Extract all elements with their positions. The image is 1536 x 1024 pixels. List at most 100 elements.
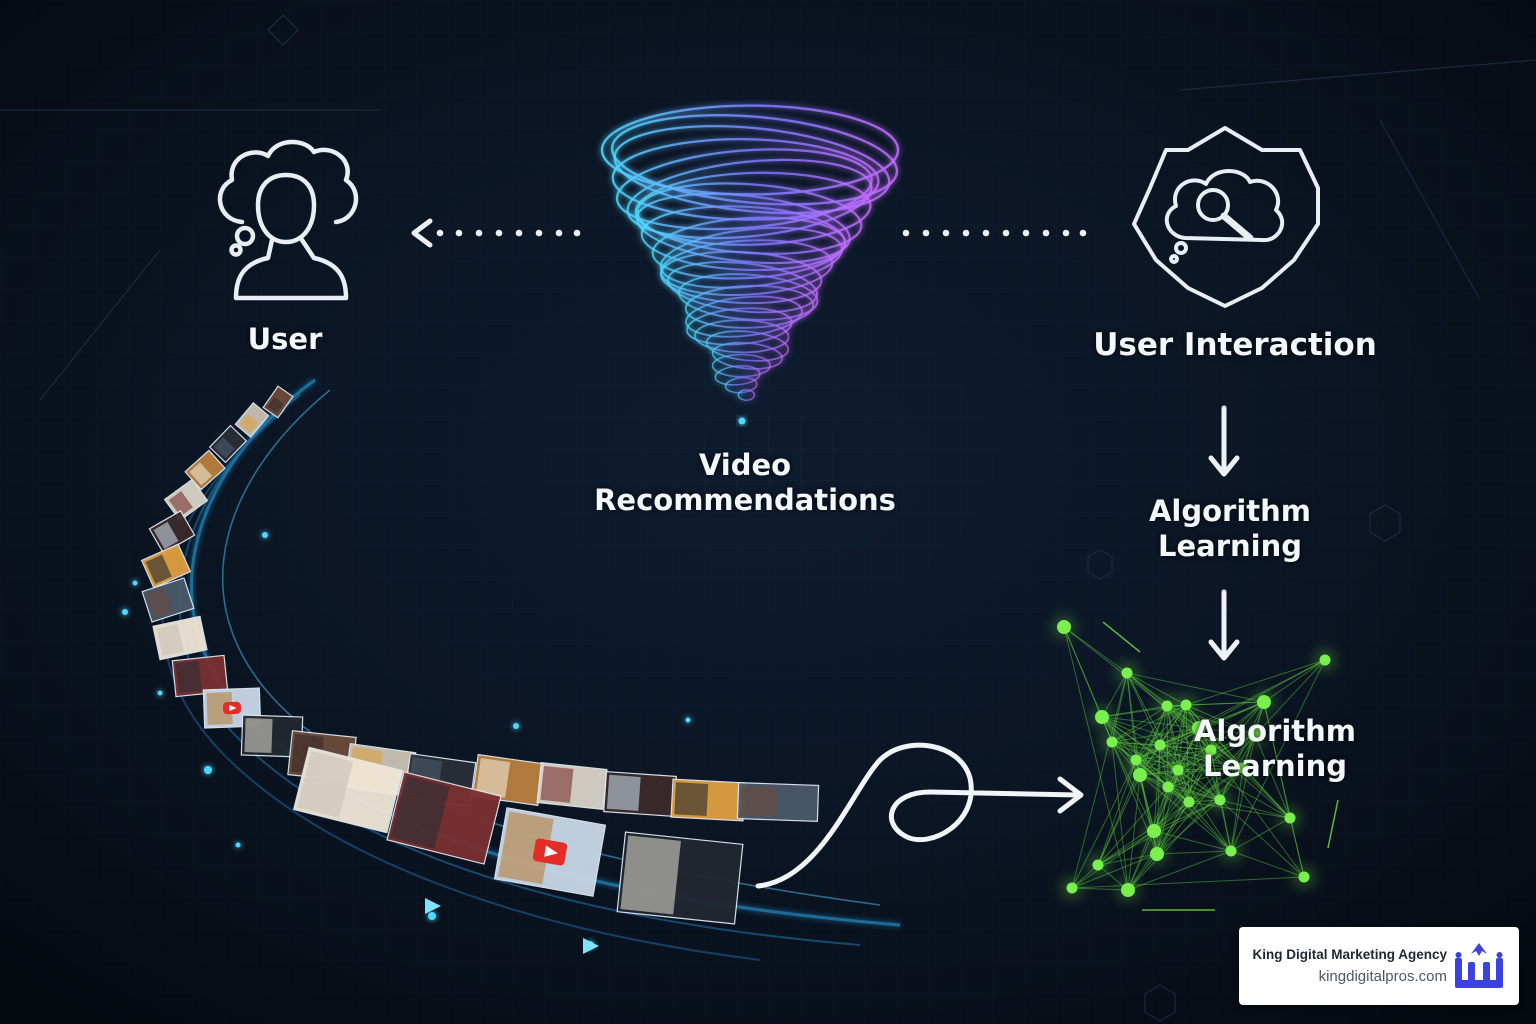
- video-thumbnail: [736, 781, 820, 823]
- video-recommendations-label: Video Recommendations: [594, 448, 896, 518]
- funnel-ring: [694, 319, 790, 354]
- funnel-ring: [615, 148, 873, 231]
- video-thumbnail: [670, 778, 746, 822]
- video-thumbnail: [163, 478, 209, 522]
- network-edge: [1219, 799, 1305, 878]
- network-node: [1205, 744, 1217, 756]
- funnel-ring: [714, 365, 761, 386]
- network-node: [1121, 883, 1135, 897]
- funnel-tip-dot: [738, 417, 746, 425]
- user-label: User: [247, 322, 323, 356]
- network-edge: [1156, 799, 1221, 855]
- network-drift-marks: [1102, 621, 1339, 911]
- network-edge: [1126, 672, 1161, 746]
- video-thumbnail: [493, 807, 607, 897]
- network-edge: [1063, 626, 1129, 891]
- network-edge: [1177, 701, 1265, 771]
- network-node: [1172, 764, 1184, 776]
- down-arrow-2: [1208, 589, 1240, 661]
- funnel-ring: [684, 284, 815, 329]
- dotted-line-from-interaction: [902, 229, 1087, 237]
- video-thumbnail: [140, 543, 192, 589]
- funnel-ring: [724, 376, 758, 394]
- network-edge: [1153, 830, 1232, 852]
- network-node: [1150, 847, 1164, 861]
- network-node: [1057, 620, 1071, 634]
- network-node: [1130, 754, 1142, 766]
- network-edge: [1126, 672, 1137, 761]
- network-edge: [1188, 727, 1200, 803]
- funnel-ring: [737, 389, 756, 401]
- video-stream: [122, 378, 901, 961]
- network-edge: [1219, 701, 1265, 801]
- network-node: [1162, 781, 1174, 793]
- network-edge: [1111, 741, 1155, 832]
- network-node: [1237, 762, 1249, 774]
- network-edge: [1185, 704, 1256, 736]
- network-edge: [1111, 741, 1244, 769]
- network-edge: [1188, 734, 1256, 803]
- network-edge: [1156, 734, 1256, 855]
- network-node: [1225, 845, 1237, 857]
- network-edge: [1159, 744, 1291, 819]
- funnel-ring: [611, 138, 880, 221]
- down-arrow-1: [1208, 405, 1240, 477]
- network-edge: [1198, 727, 1221, 801]
- user-thinking-icon: [217, 139, 359, 301]
- funnel-ring: [634, 171, 872, 246]
- network-node: [1257, 695, 1271, 709]
- network-edge: [1185, 704, 1244, 769]
- network-edge: [1263, 701, 1305, 878]
- brand-name: King Digital Marketing Agency: [1252, 947, 1447, 962]
- network-node: [1121, 667, 1133, 679]
- brand-url[interactable]: kingdigitalpros.com: [1318, 968, 1447, 985]
- network-edge: [1210, 749, 1305, 878]
- video-thumbnail: [208, 424, 248, 464]
- funnel-ring: [651, 216, 847, 280]
- network-edge: [1071, 759, 1137, 889]
- network-edge: [1185, 704, 1190, 803]
- network-edge: [1166, 705, 1190, 803]
- video-thumbnail: [262, 385, 294, 419]
- network-edge: [1097, 705, 1168, 866]
- network-edge: [1126, 672, 1265, 703]
- video-thumbnail: [292, 746, 404, 834]
- network-edge: [1101, 716, 1200, 729]
- network-edge: [1111, 741, 1129, 891]
- network-edge: [1063, 626, 1103, 718]
- network-node: [1248, 728, 1262, 742]
- network-edge: [1188, 801, 1291, 819]
- network-edge: [1185, 659, 1326, 706]
- video-thumbnail: [536, 762, 608, 810]
- network-edge: [1127, 767, 1244, 891]
- network-edge: [1263, 701, 1291, 819]
- network-edge: [1126, 672, 1179, 771]
- funnel-ring: [667, 261, 818, 314]
- network-edge: [1135, 759, 1244, 769]
- funnel-ring: [711, 353, 772, 378]
- crown-logo-icon: [1455, 943, 1503, 988]
- network-edge: [1153, 749, 1212, 832]
- network-edge: [1230, 734, 1256, 852]
- funnel-ring: [635, 192, 851, 264]
- brand-card[interactable]: King Digital Marketing Agency kingdigita…: [1239, 927, 1519, 1005]
- network-edge: [1071, 876, 1305, 889]
- network-node: [1183, 796, 1195, 808]
- network-edge: [1254, 659, 1326, 736]
- network-edge: [1230, 659, 1326, 852]
- network-node: [1161, 700, 1173, 712]
- video-thumbnail: [240, 714, 304, 758]
- network-edge: [1210, 749, 1291, 819]
- video-thumbnail: [471, 753, 545, 807]
- funnel-ring: [626, 158, 873, 240]
- network-node: [1298, 871, 1310, 883]
- video-thumbnail: [234, 402, 270, 438]
- network-node: [1319, 654, 1331, 666]
- video-thumbnail: [616, 831, 744, 925]
- funnel-ring: [711, 341, 784, 370]
- network-node: [1106, 736, 1118, 748]
- network-edge: [1263, 659, 1326, 703]
- network-node: [1192, 721, 1206, 735]
- video-thumbnail: [152, 615, 208, 661]
